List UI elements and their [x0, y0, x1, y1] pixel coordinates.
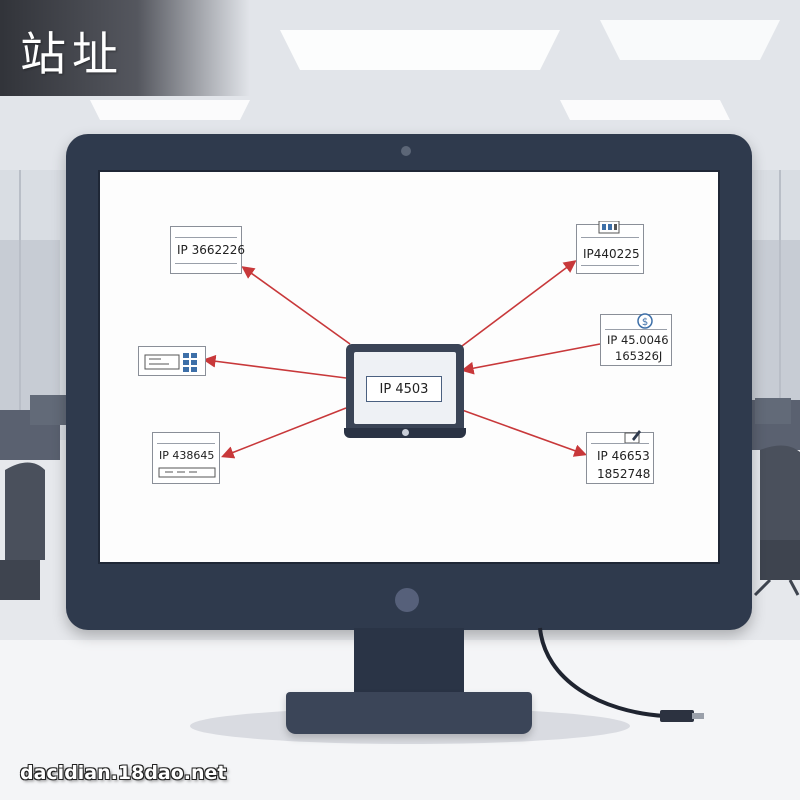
node-top-left-ip: IP 3662226	[177, 243, 246, 257]
monitor-stand-base	[286, 692, 532, 734]
node-mid-left	[138, 346, 206, 376]
node-bottom-right: IP 46653 1852748	[586, 430, 654, 484]
title-banner	[0, 0, 250, 96]
node-mid-right: $ IP 45.0046 165326J	[600, 313, 672, 366]
power-button[interactable]	[395, 588, 419, 612]
node-top-right-ip: IP440225	[583, 247, 640, 261]
router-icon	[158, 467, 216, 478]
monitor-stand-neck	[354, 628, 464, 700]
node-bottom-right-ip: IP 46653	[597, 449, 650, 463]
webcam-icon	[401, 146, 411, 156]
node-bottom-left: IP 438645	[152, 432, 220, 484]
center-node-ip: IP 4503	[366, 376, 442, 402]
node-top-left: IP 3662226	[170, 226, 246, 274]
node-mid-right-sub: 165326J	[615, 349, 663, 363]
node-mid-right-ip: IP 45.0046	[607, 333, 669, 347]
watermark: dacidian.18dao.net	[20, 762, 227, 784]
server-icon	[598, 221, 620, 234]
node-bottom-left-ip: IP 438645	[159, 449, 215, 462]
node-bottom-right-sub: 1852748	[597, 467, 651, 481]
center-laptop-indicator	[402, 429, 409, 436]
server-panel-icon	[144, 353, 197, 372]
svg-text:$: $	[642, 317, 648, 328]
page-title: 站址	[20, 27, 124, 81]
dollar-icon: $	[637, 313, 653, 329]
edit-icon	[624, 430, 641, 444]
node-top-right: IP440225	[576, 221, 644, 274]
